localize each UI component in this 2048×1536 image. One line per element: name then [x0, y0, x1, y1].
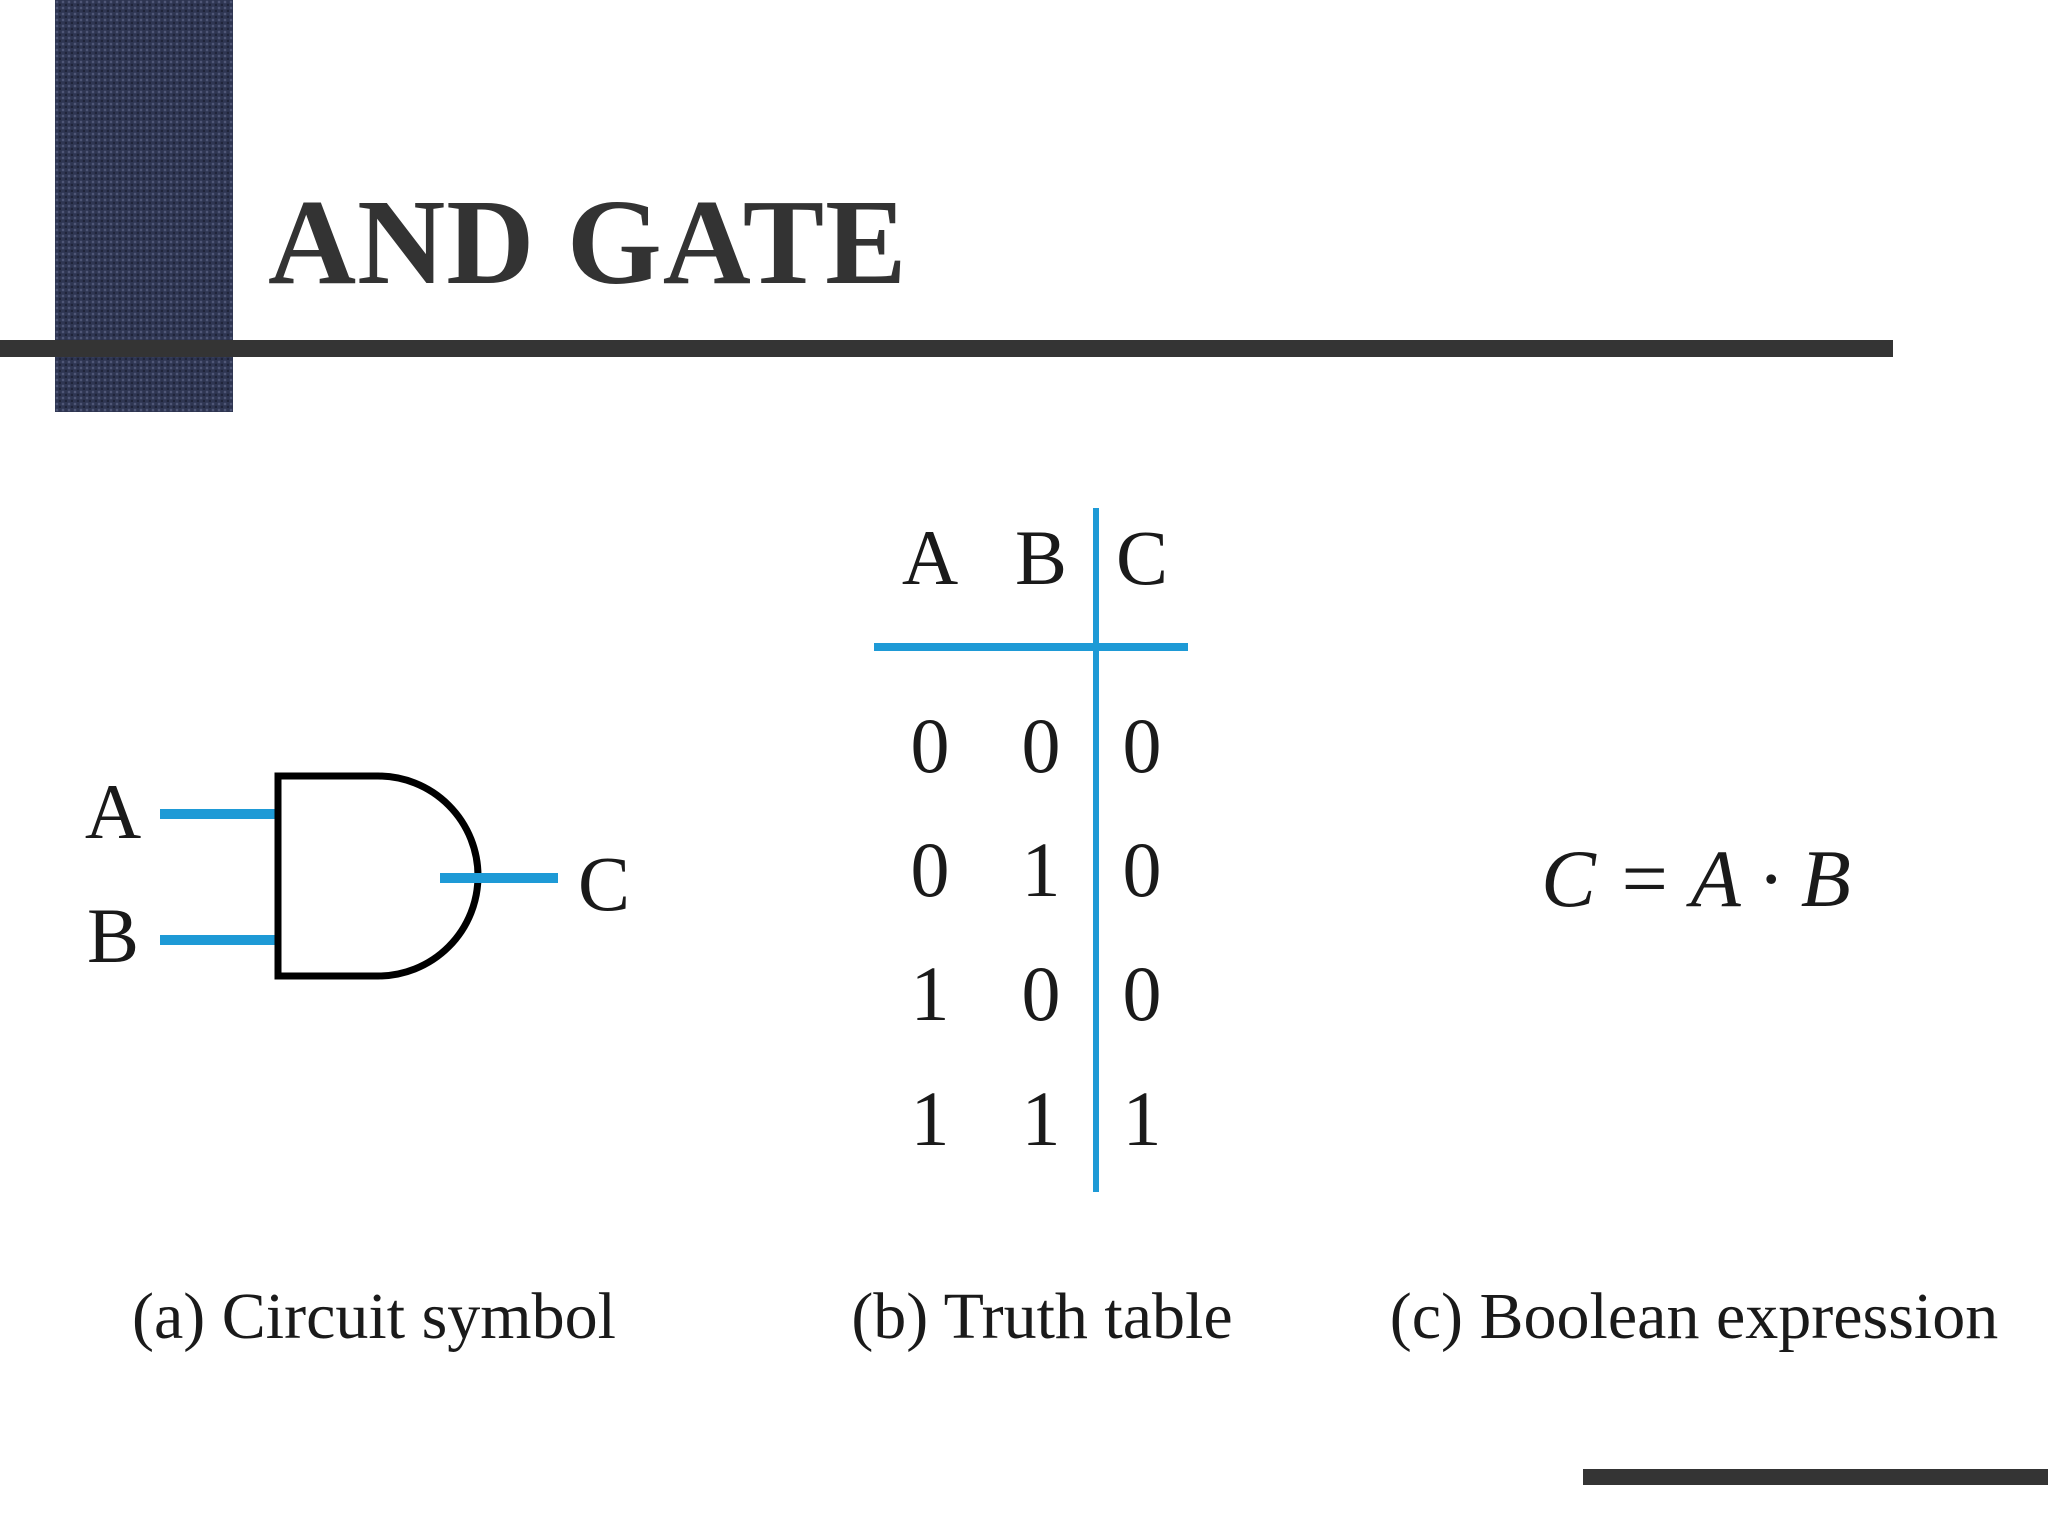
cell-r3-b: 0	[1022, 950, 1061, 1037]
slide-title: AND GATE	[268, 175, 908, 310]
cell-r4-a: 1	[911, 1075, 950, 1162]
truth-table: A B C 0 0 0 0 1 0 1 0 0 1 1 1	[874, 508, 1188, 1192]
input-a-label: A	[85, 768, 141, 855]
footer-rule	[1583, 1469, 2048, 1485]
header-a: A	[902, 514, 958, 601]
expression-caption: (c) Boolean expression	[1390, 1280, 1998, 1353]
cell-r1-b: 0	[1022, 702, 1061, 789]
and-gate-figure: A B C (a) Circuit symbol A B C 0 0 0 0 1…	[85, 508, 1998, 1353]
cell-r3-a: 1	[911, 950, 950, 1037]
cell-r2-c: 0	[1123, 826, 1162, 913]
boolean-expression: C = A · B	[1541, 833, 1851, 924]
header-c: C	[1116, 514, 1168, 601]
truth-table-caption: (b) Truth table	[851, 1280, 1232, 1353]
cell-r2-a: 0	[911, 826, 950, 913]
cell-r3-c: 0	[1123, 950, 1162, 1037]
header-b: B	[1015, 514, 1067, 601]
cell-r4-b: 1	[1022, 1075, 1061, 1162]
output-c-label: C	[578, 840, 630, 927]
input-b-label: B	[87, 892, 139, 979]
cell-r2-b: 1	[1022, 826, 1061, 913]
title-rule	[0, 340, 1893, 357]
cell-r1-c: 0	[1123, 702, 1162, 789]
cell-r1-a: 0	[911, 702, 950, 789]
circuit-symbol: A B C	[85, 768, 630, 980]
cell-r4-c: 1	[1123, 1075, 1162, 1162]
circuit-caption: (a) Circuit symbol	[132, 1280, 616, 1353]
